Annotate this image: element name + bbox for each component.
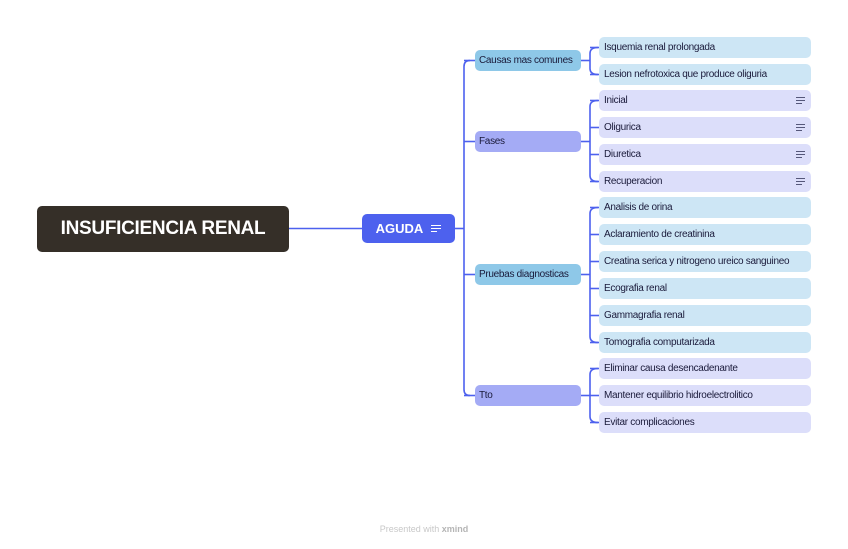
root-topic[interactable]: INSUFICIENCIA RENAL [37, 206, 289, 252]
connector-sub-trunk [589, 99, 599, 183]
leaf-label: Recuperacion [604, 176, 663, 187]
footer-credit: Presented with xmind [0, 524, 848, 534]
leaf-topic[interactable]: Evitar complicaciones [599, 412, 811, 433]
branch-topic[interactable]: Fases [475, 131, 581, 152]
xmind-logo: xmind [441, 524, 469, 534]
leaf-topic[interactable]: Gammagrafia renal [599, 305, 811, 326]
leaf-label: Evitar complicaciones [604, 417, 695, 428]
leaf-label: Inicial [604, 95, 628, 106]
branch-topic[interactable]: Pruebas diagnosticas [475, 264, 581, 285]
leaf-topic[interactable]: Isquemia renal prolongada [599, 37, 811, 58]
note-icon[interactable] [796, 150, 805, 159]
note-icon[interactable] [431, 224, 442, 233]
leaf-topic[interactable]: Tomografia computarizada [599, 332, 811, 353]
leaf-label: Diuretica [604, 149, 641, 160]
branch-label: Causas mas comunes [479, 55, 573, 66]
leaf-topic[interactable]: Analisis de orina [599, 197, 811, 218]
branch-topic[interactable]: Tto [475, 385, 581, 406]
leaf-label: Aclaramiento de creatinina [604, 229, 715, 240]
leaf-label: Creatina serica y nitrogeno ureico sangu… [604, 256, 790, 267]
leaf-label: Ecografia renal [604, 283, 667, 294]
leaf-label: Isquemia renal prolongada [604, 42, 715, 53]
leaf-label: Lesion nefrotoxica que produce oliguria [604, 69, 767, 80]
branch-label: Fases [479, 136, 505, 147]
leaf-topic[interactable]: Aclaramiento de creatinina [599, 224, 811, 245]
leaf-topic[interactable]: Diuretica [599, 144, 811, 165]
leaf-topic[interactable]: Ecografia renal [599, 278, 811, 299]
leaf-label: Analisis de orina [604, 202, 673, 213]
leaf-label: Tomografia computarizada [604, 337, 715, 348]
branch-label: Pruebas diagnosticas [479, 269, 569, 280]
branch-label: Tto [479, 390, 493, 401]
main-topic-label: AGUDA [375, 221, 424, 236]
leaf-topic[interactable]: Inicial [599, 90, 811, 111]
root-topic-label: INSUFICIENCIA RENAL [60, 218, 266, 239]
note-icon[interactable] [796, 177, 805, 186]
leaf-topic[interactable]: Recuperacion [599, 171, 811, 192]
note-icon[interactable] [796, 123, 805, 132]
note-icon[interactable] [796, 96, 805, 105]
leaf-topic[interactable]: Creatina serica y nitrogeno ureico sangu… [599, 251, 811, 272]
leaf-topic[interactable]: Eliminar causa desencadenante [599, 358, 811, 379]
branch-topic[interactable]: Causas mas comunes [475, 50, 581, 71]
connector-sub-trunk [589, 206, 599, 344]
footer-prefix: Presented with [379, 524, 440, 534]
leaf-label: Mantener equilibrio hidroelectrolitico [604, 390, 753, 401]
leaf-topic[interactable]: Mantener equilibrio hidroelectrolitico [599, 385, 811, 406]
leaf-label: Eliminar causa desencadenante [604, 363, 738, 374]
leaf-label: Gammagrafia renal [604, 310, 685, 321]
leaf-label: Oligurica [604, 122, 641, 133]
connector-trunk [463, 59, 471, 397]
leaf-topic[interactable]: Oligurica [599, 117, 811, 138]
connector-sub-trunk [589, 46, 599, 76]
main-topic-aguda[interactable]: AGUDA [362, 214, 455, 243]
leaf-topic[interactable]: Lesion nefrotoxica que produce oliguria [599, 64, 811, 85]
